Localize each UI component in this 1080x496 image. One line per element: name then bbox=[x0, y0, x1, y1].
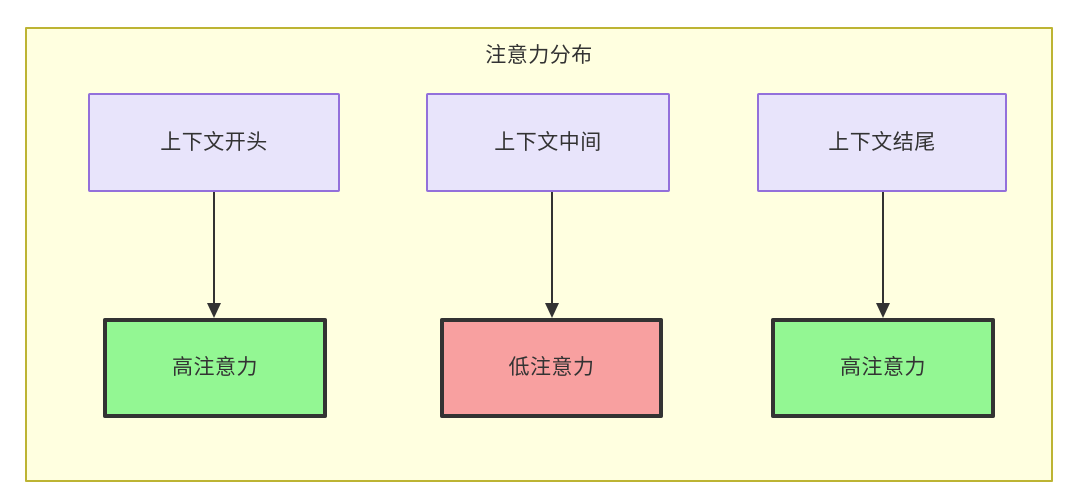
node-context-end[interactable]: 上下文结尾 bbox=[757, 93, 1007, 192]
node-context-start[interactable]: 上下文开头 bbox=[88, 93, 340, 192]
arrowhead-icon bbox=[876, 303, 890, 318]
cluster-title: 注意力分布 bbox=[485, 44, 593, 67]
edge-context-end-to-high-attention bbox=[875, 192, 891, 319]
node-label: 上下文开头 bbox=[160, 130, 268, 154]
node-context-middle[interactable]: 上下文中间 bbox=[426, 93, 670, 192]
node-attention-low-middle[interactable]: 低注意力 bbox=[440, 318, 663, 418]
node-label: 高注意力 bbox=[840, 356, 926, 379]
node-label: 上下文结尾 bbox=[828, 130, 936, 154]
arrowhead-icon bbox=[207, 303, 221, 318]
node-label: 上下文中间 bbox=[494, 130, 602, 154]
edge-context-middle-to-low-attention bbox=[544, 192, 560, 319]
node-label: 高注意力 bbox=[172, 356, 258, 379]
node-attention-high-end[interactable]: 高注意力 bbox=[771, 318, 995, 418]
edge-context-start-to-high-attention bbox=[206, 192, 222, 319]
node-attention-high-start[interactable]: 高注意力 bbox=[103, 318, 327, 418]
arrowhead-icon bbox=[545, 303, 559, 318]
node-label: 低注意力 bbox=[508, 356, 595, 379]
